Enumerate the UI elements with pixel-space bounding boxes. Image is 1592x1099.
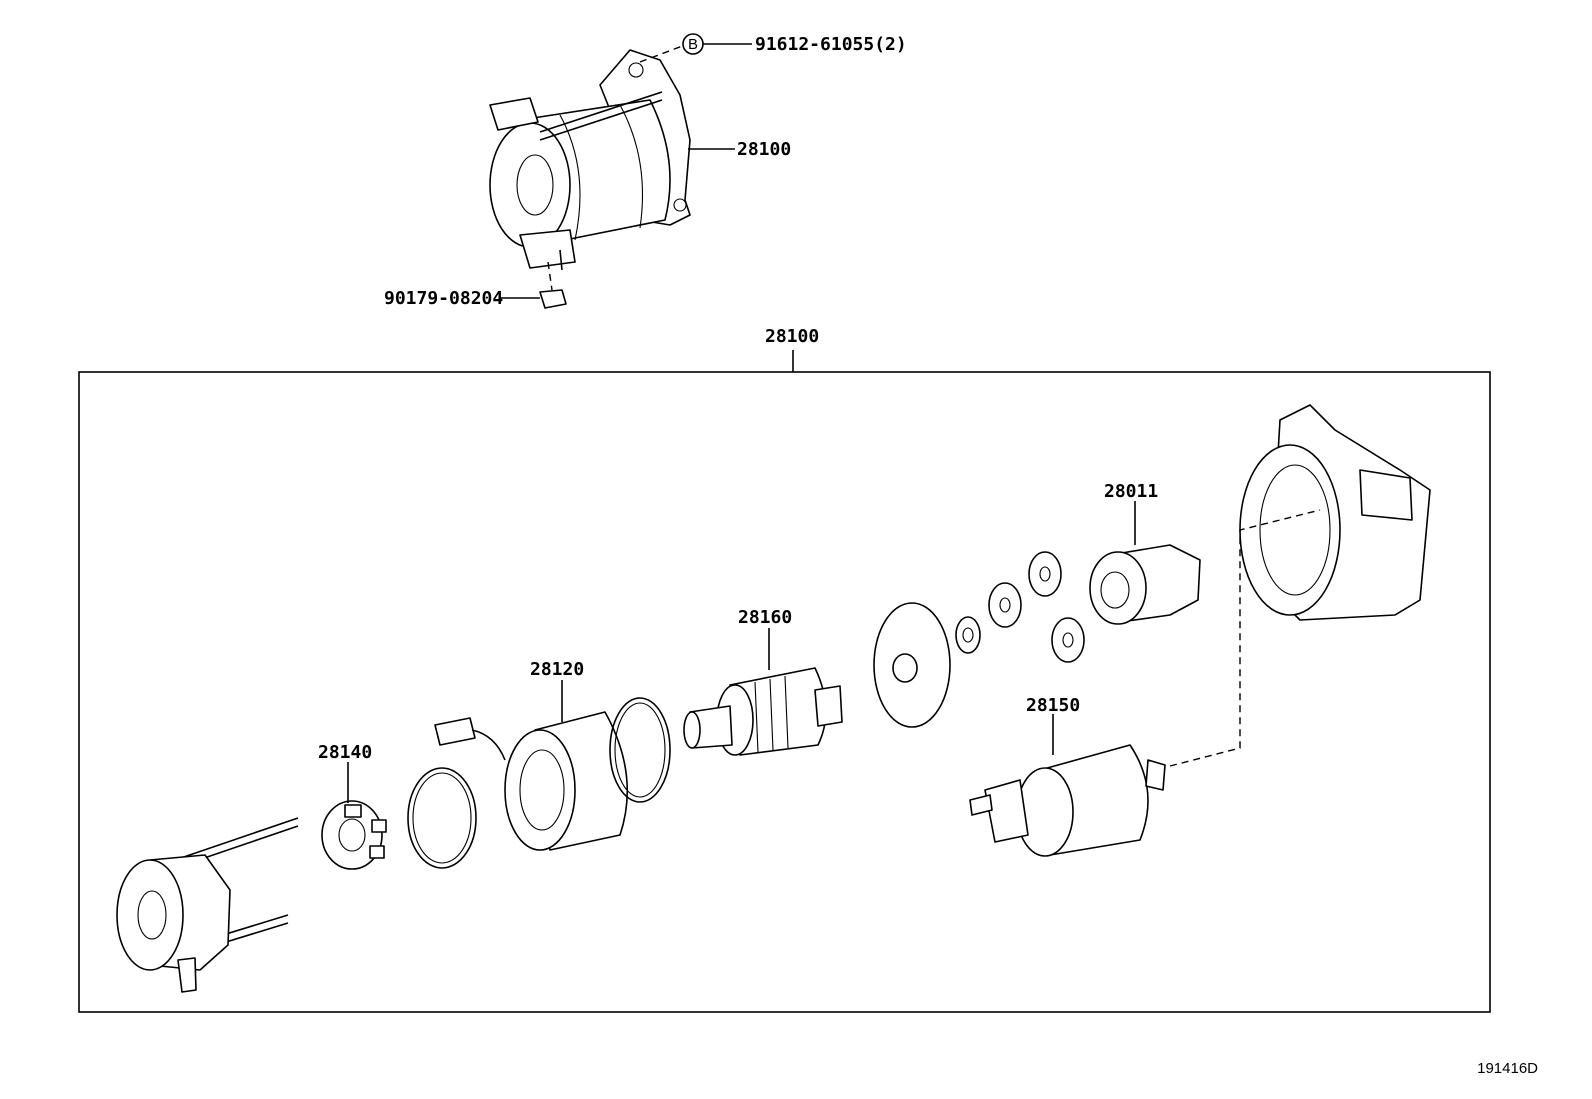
yoke-number: 28120 [530, 659, 584, 680]
o-ring-left [407, 767, 477, 869]
nut-part-number: 90179-08204 [384, 288, 503, 309]
planetary-gears [988, 551, 1085, 663]
bolt-symbol-letter: B [688, 36, 698, 53]
starter-assembly-drawing [489, 44, 691, 309]
armature-number: 28160 [738, 607, 792, 628]
drive-clutch-number: 28011 [1104, 481, 1158, 502]
starter-assembly-group-number: 28100 [765, 326, 819, 347]
brush-holder-number: 28140 [318, 742, 372, 763]
brush-holder-drawing [321, 800, 387, 870]
washer [955, 616, 981, 654]
yoke-drawing [434, 711, 629, 851]
end-frame-drawing [116, 817, 299, 993]
armature-drawing [683, 667, 843, 756]
drive-clutch-drawing [1089, 544, 1201, 625]
solenoid-housing-link [1169, 509, 1321, 767]
figure-code: 191416D [1477, 1060, 1538, 1077]
o-ring-right [609, 697, 671, 803]
housing-drawing [1239, 404, 1431, 621]
solenoid-drawing [969, 744, 1166, 857]
bolt-part-number: 91612-61055(2) [755, 34, 907, 55]
group-frame [78, 371, 1491, 1013]
starter-assembly-top-number: 28100 [737, 139, 791, 160]
solenoid-number: 28150 [1026, 695, 1080, 716]
